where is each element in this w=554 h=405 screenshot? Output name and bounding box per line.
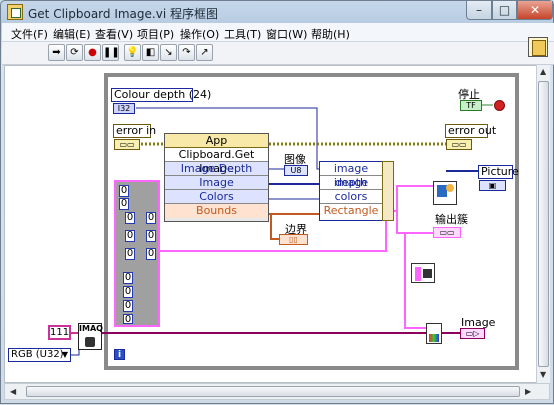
picture-function-icon[interactable] bbox=[433, 181, 457, 205]
bundle-image-depth: image depth bbox=[320, 162, 382, 189]
chevron-down-icon: ▼ bbox=[61, 350, 68, 359]
step-out-icon[interactable]: ↗ bbox=[196, 44, 213, 61]
cluster-item[interactable]: 0 bbox=[146, 248, 156, 260]
unbundle-function-icon[interactable] bbox=[411, 263, 435, 283]
bundle-colors: colors bbox=[320, 190, 382, 204]
wire-bounds-out bbox=[270, 214, 279, 240]
toolbar: ➡ ⟳ ● ❚❚ 💡 ◧ ↘ ↷ ↗ bbox=[2, 42, 554, 65]
error-out-label: error out bbox=[445, 124, 496, 138]
horizontal-scroll-thumb[interactable] bbox=[26, 386, 520, 397]
vertical-scrollbar[interactable]: ▲ ▼ bbox=[536, 65, 550, 383]
picture-terminal[interactable]: ▣ bbox=[479, 180, 506, 191]
run-continuous-icon[interactable]: ⟳ bbox=[66, 44, 83, 61]
scroll-up-icon[interactable]: ▲ bbox=[540, 67, 547, 76]
vertical-scroll-thumb[interactable] bbox=[538, 81, 549, 367]
bounds-label: 边界 bbox=[285, 223, 307, 236]
image-terminal[interactable]: U8 bbox=[284, 165, 308, 176]
menu-view[interactable]: 查看(V) bbox=[95, 28, 134, 41]
error-in-label: error in bbox=[113, 124, 156, 138]
bounds-terminal[interactable]: ▯▯ bbox=[279, 234, 308, 245]
image-out-label: Image bbox=[461, 316, 496, 329]
bundle-handle-icon[interactable] bbox=[382, 161, 394, 221]
cluster-item[interactable]: 0 bbox=[119, 185, 129, 197]
bundle-node[interactable]: image depth image colors Rectangle bbox=[319, 161, 383, 221]
app-node-method: Clipboard.Get Image bbox=[165, 148, 268, 175]
wire-cluster-down bbox=[404, 233, 426, 329]
app-property-node[interactable]: App Clipboard.Get Image Image Depth Imag… bbox=[164, 133, 269, 222]
app-node-colors[interactable]: Colors bbox=[165, 190, 268, 204]
menu-operate[interactable]: 操作(O) bbox=[180, 28, 220, 41]
step-into-icon[interactable]: ↘ bbox=[160, 44, 177, 61]
cluster-item[interactable]: 0 bbox=[119, 198, 129, 210]
pause-icon[interactable]: ❚❚ bbox=[102, 44, 120, 61]
abort-icon[interactable]: ● bbox=[84, 44, 101, 61]
image-out-terminal[interactable]: ▭▷ bbox=[460, 328, 485, 339]
loop-iteration-icon[interactable]: i bbox=[114, 349, 125, 360]
maximize-button[interactable]: □ bbox=[492, 1, 517, 20]
retain-icon[interactable]: ◧ bbox=[142, 44, 159, 61]
imaq-create-icon bbox=[85, 337, 95, 347]
output-cluster-terminal[interactable]: ▭▭ bbox=[433, 227, 461, 238]
cluster-item[interactable]: 0 bbox=[123, 272, 133, 284]
window-title: Get Clipboard Image.vi 程序框图 bbox=[28, 7, 218, 21]
menu-file[interactable]: 文件(F) bbox=[11, 28, 48, 41]
error-in-terminal[interactable]: ▭▭ bbox=[114, 139, 140, 150]
error-out-terminal[interactable]: ▭▭ bbox=[446, 139, 472, 150]
imaq-convert-icon[interactable] bbox=[426, 323, 442, 344]
bundle-rectangle: Rectangle bbox=[323, 204, 379, 217]
picture-label: Picture bbox=[478, 165, 519, 179]
imaq-create-node[interactable]: IMAQ bbox=[78, 323, 103, 350]
horizontal-scrollbar[interactable]: ◀ ▶ bbox=[4, 383, 550, 400]
cluster-item[interactable]: 0 bbox=[125, 212, 135, 224]
highlight-icon[interactable]: 💡 bbox=[124, 44, 141, 61]
stop-terminal[interactable]: TF bbox=[460, 100, 482, 111]
menu-bar: 文件(F) 编辑(E) 查看(V) 项目(P) 操作(O) 工具(T) 窗口(W… bbox=[2, 23, 554, 42]
cluster-item[interactable]: 0 bbox=[146, 230, 156, 242]
numeric-constant[interactable]: 111 bbox=[48, 325, 71, 340]
cluster-item[interactable]: 0 bbox=[123, 286, 133, 298]
colour-depth-terminal[interactable]: I32 bbox=[113, 103, 135, 114]
menu-project[interactable]: 项目(P) bbox=[137, 28, 175, 41]
title-bar: Get Clipboard Image.vi 程序框图 – □ ✕ bbox=[1, 1, 553, 23]
stop-label: 停止 bbox=[458, 88, 480, 101]
cluster-item[interactable]: 0 bbox=[123, 314, 133, 325]
colour-depth-label: Colour depth (24) bbox=[111, 88, 211, 102]
bundle-image: image bbox=[320, 176, 382, 190]
output-cluster-label: 输出簇 bbox=[435, 213, 468, 226]
cluster-item[interactable]: 0 bbox=[146, 212, 156, 224]
app-node-bounds[interactable]: Bounds bbox=[165, 204, 268, 218]
step-over-icon[interactable]: ↷ bbox=[178, 44, 195, 61]
run-arrow-icon[interactable]: ➡ bbox=[48, 44, 65, 61]
cluster-constant[interactable]: 0 0 0 0 0 0 0 0 0 0 0 0 bbox=[114, 180, 160, 327]
image-label: 图像 bbox=[284, 153, 306, 166]
app-node-image[interactable]: Image bbox=[165, 176, 268, 190]
cluster-item[interactable]: 0 bbox=[125, 248, 135, 260]
app-node-header: App bbox=[165, 134, 268, 148]
menu-help[interactable]: 帮助(H) bbox=[311, 28, 350, 41]
rgb-type-value: RGB (U32) bbox=[11, 349, 64, 360]
labview-vi-icon bbox=[7, 4, 23, 20]
cluster-item[interactable]: 0 bbox=[125, 230, 135, 242]
cluster-item[interactable]: 0 bbox=[123, 300, 133, 312]
vi-connector-icon[interactable] bbox=[528, 37, 548, 57]
scroll-right-icon[interactable]: ▶ bbox=[525, 387, 532, 396]
menu-window[interactable]: 窗口(W) bbox=[266, 28, 308, 41]
menu-tools[interactable]: 工具(T) bbox=[224, 28, 262, 41]
imaq-label: IMAQ bbox=[79, 324, 103, 333]
stop-indicator-icon bbox=[494, 100, 505, 111]
app-node-image-depth[interactable]: Image Depth bbox=[165, 162, 268, 176]
scroll-left-icon[interactable]: ◀ bbox=[10, 387, 17, 396]
wire-cluster-out bbox=[396, 211, 433, 234]
rgb-type-dropdown[interactable]: RGB (U32) ▼ bbox=[8, 348, 71, 362]
scroll-down-icon[interactable]: ▼ bbox=[540, 370, 547, 379]
close-button[interactable]: ✕ bbox=[517, 1, 553, 20]
menu-edit[interactable]: 编辑(E) bbox=[53, 28, 91, 41]
minimize-button[interactable]: – bbox=[466, 1, 492, 20]
